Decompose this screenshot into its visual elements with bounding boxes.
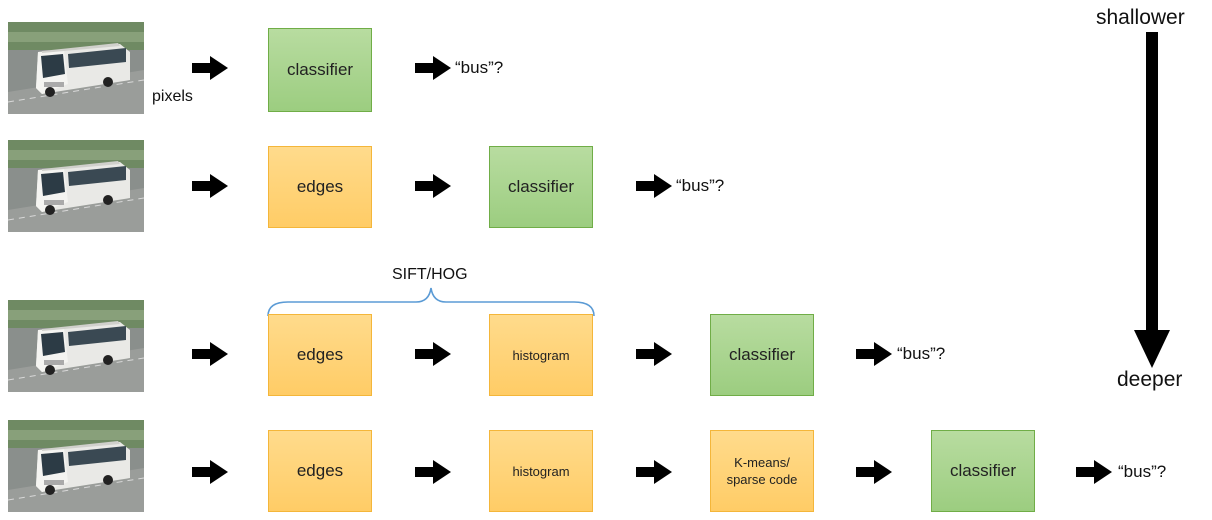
arrow-icon	[192, 174, 228, 198]
deeper-label: deeper	[1117, 368, 1183, 391]
arrow-icon	[415, 460, 451, 484]
arrow-icon	[192, 56, 228, 80]
kmeans-sparse-code-box: K-means/ sparse code	[710, 430, 814, 512]
arrow-icon	[636, 460, 672, 484]
arrow-icon	[415, 342, 451, 366]
output-label: “bus”?	[897, 344, 946, 363]
arrow-icon	[856, 342, 892, 366]
output-label: “bus”?	[455, 58, 504, 77]
bus-image	[8, 420, 144, 512]
classifier-box: classifier	[268, 28, 372, 112]
edges-box: edges	[268, 314, 372, 396]
arrow-icon	[415, 174, 451, 198]
depth-arrow-icon	[1134, 32, 1170, 368]
classifier-box: classifier	[931, 430, 1035, 512]
bus-image	[8, 300, 144, 392]
sift-hog-label: SIFT/HOG	[392, 266, 468, 283]
output-label: “bus”?	[1118, 462, 1167, 481]
output-label: “bus”?	[676, 176, 725, 195]
classifier-box: classifier	[489, 146, 593, 228]
arrow-icon	[856, 460, 892, 484]
sift-hog-brace	[267, 287, 595, 317]
edges-box: edges	[268, 146, 372, 228]
arrow-icon	[1076, 460, 1112, 484]
arrow-icon	[415, 56, 451, 80]
histogram-box: histogram	[489, 430, 593, 512]
arrow-icon	[192, 460, 228, 484]
arrow-icon	[192, 342, 228, 366]
pixels-label: pixels	[152, 88, 193, 105]
edges-box: edges	[268, 430, 372, 512]
shallower-label: shallower	[1096, 6, 1185, 29]
classifier-box: classifier	[710, 314, 814, 396]
bus-image	[8, 140, 144, 232]
arrow-icon	[636, 342, 672, 366]
arrow-icon	[636, 174, 672, 198]
histogram-box: histogram	[489, 314, 593, 396]
bus-image	[8, 22, 144, 114]
